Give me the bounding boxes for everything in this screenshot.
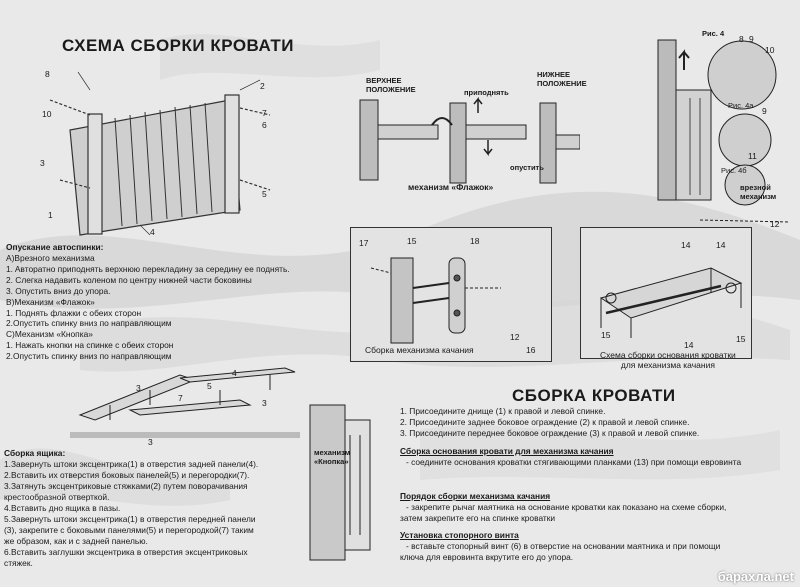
page-title: СХЕМА СБОРКИ КРОВАТИ — [62, 36, 295, 55]
fig4b-label: Рис. 4б — [721, 166, 747, 175]
drawer-line: стяжек. — [4, 558, 33, 568]
swing-num: 15 — [407, 236, 417, 246]
figure-4-diagram — [657, 39, 791, 223]
base-assembly-box — [580, 227, 752, 359]
lowering-line: 3. Опустить вниз до упора. — [6, 286, 111, 296]
button-mechanism-label: механизм «Кнопка» — [314, 448, 351, 466]
swing-num: 17 — [359, 238, 369, 248]
swing-mechanism-drawing — [370, 257, 501, 344]
order-heading: Порядок сборки механизма качания — [400, 491, 551, 501]
base-assembly-heading: Сборка основания кровати для механизма к… — [400, 446, 614, 456]
drawer-num: 3 — [148, 437, 153, 447]
base-assembly-drawing — [599, 267, 743, 338]
assembly-step: 3. Присоедините переднее боковое огражде… — [400, 428, 700, 438]
swing-num: 12 — [510, 332, 520, 342]
drawer-line: 5.Завернуть штоки эксцентрика(1) в отвер… — [4, 514, 256, 524]
assembly-step: 2. Присоедините заднее боковое ограждени… — [400, 417, 690, 427]
assembly-title: СБОРКА КРОВАТИ — [512, 386, 676, 405]
fig4-num: 11 — [748, 151, 757, 161]
swing-num: 18 — [470, 236, 480, 246]
lowering-line: 2. Слегка надавить коленом по центру ниж… — [6, 275, 252, 285]
crib-callout: 8 — [45, 69, 50, 79]
drawer-num: 4 — [232, 368, 237, 378]
drawer-num: 7 — [178, 393, 183, 403]
drawer-line: 1.Завернуть штоки эксцентрика(1) в отвер… — [4, 459, 259, 469]
drawer-heading: Сборка ящика: — [4, 448, 66, 458]
stop-screw-heading: Установка стопорного винта — [400, 530, 519, 540]
flag-mechanism-diagram — [359, 96, 580, 184]
base-assembly-text: - соедините основания кроватки стягивающ… — [406, 457, 742, 467]
order-text: затем закрепите его на спинке кроватки — [400, 513, 556, 523]
base-num: 14 — [681, 240, 691, 250]
drawer-diagram — [70, 367, 300, 438]
drawer-num: 5 — [207, 381, 212, 391]
flag-lower-label: НИЖНЕЕ ПОЛОЖЕНИЕ — [537, 70, 587, 88]
base-num: 14 — [716, 240, 726, 250]
crib-callout: 1 — [48, 210, 53, 220]
lowering-line: 1. Нажать кнопки на спинке с обеих сторо… — [6, 340, 174, 350]
lowering-line: 2.Опустить спинку вниз по направляющим — [6, 351, 172, 361]
base-num: 14 — [684, 340, 694, 350]
crib-callout: 3 — [40, 158, 45, 168]
base-caption: Схема сборки основания кроватки для меха… — [600, 350, 736, 370]
lowering-line: 1. Поднять флажки с обеих сторон — [6, 308, 142, 318]
fig4-cut-label: врезной механизм — [740, 183, 777, 201]
drawer-num: 3 — [262, 398, 267, 408]
crib-callout: 6 — [262, 120, 267, 130]
swing-mechanism-box — [350, 227, 552, 362]
lowering-line: 1. Aвторатно приподнять верхнюю переклад… — [6, 264, 290, 274]
fig4-num: 9 — [749, 34, 754, 44]
drawer-line: (3), закрепите с боковыми панелями(5) и … — [4, 525, 254, 535]
swing-caption: Сборка механизма качания — [365, 345, 474, 355]
drawer-line: 6.Вставить заглушки эксцентрика в отверс… — [4, 547, 248, 557]
flag-caption: механизм «Флажок» — [408, 182, 494, 192]
drawer-line: 2.Вставить их отверстия боковых панелей(… — [4, 470, 250, 480]
fig4-title: Рис. 4 — [702, 29, 725, 38]
lowering-line: В)Механизм «Флажок» — [6, 297, 95, 307]
flag-upper-label: ВЕРХНЕЕ ПОЛОЖЕНИЕ — [366, 76, 416, 94]
button-mechanism-diagram — [309, 404, 371, 561]
lowering-line: 2.Опустить спинку вниз по направляющим — [6, 318, 172, 328]
fig4-num: 9 — [762, 106, 767, 116]
base-num: 15 — [601, 330, 611, 340]
lowering-line: А)Врезного механизма — [6, 253, 95, 263]
crib-diagram — [49, 71, 271, 236]
base-num: 15 — [736, 334, 746, 344]
order-text: - закрепите рычаг маятника на основание … — [406, 502, 727, 512]
swing-num: 16 — [526, 345, 536, 355]
drawer-line: крестообразной отверткой. — [4, 492, 110, 502]
fig4-num: 10 — [765, 45, 775, 55]
crib-callout: 10 — [42, 109, 52, 119]
crib-callout: 2 — [260, 81, 265, 91]
flag-raise-label: приподнять — [464, 88, 509, 97]
assembly-step: 1. Присоедините днище (1) к правой и лев… — [400, 406, 606, 416]
crib-callout: 7 — [262, 108, 267, 118]
drawer-line: 4.Вставить дно ящика в пазы. — [4, 503, 121, 513]
stop-screw-text: - вставьте стопорный винт (6) в отверсти… — [406, 541, 721, 551]
fig4-num: 12 — [770, 219, 780, 229]
drawer-num: 3 — [136, 383, 141, 393]
fig4-num: 8 — [739, 34, 744, 44]
stop-screw-text: ключа для евровинта вкрутите его до упор… — [400, 552, 574, 562]
crib-callout: 4 — [150, 227, 155, 237]
lowering-line: С)Механизм «Кнопка» — [6, 329, 93, 339]
watermark: барахла.net — [717, 569, 794, 584]
drawer-line: же образом, как и с задней панелью. — [4, 536, 148, 546]
flag-drop-label: опустить — [510, 163, 544, 172]
crib-callout: 5 — [262, 189, 267, 199]
lowering-heading: Опускание автоспинки: — [6, 242, 104, 252]
fig4a-label: Рис. 4а — [728, 101, 754, 110]
drawer-line: 3.Затянуть эксцентриковые стяжками(2) пу… — [4, 481, 248, 491]
